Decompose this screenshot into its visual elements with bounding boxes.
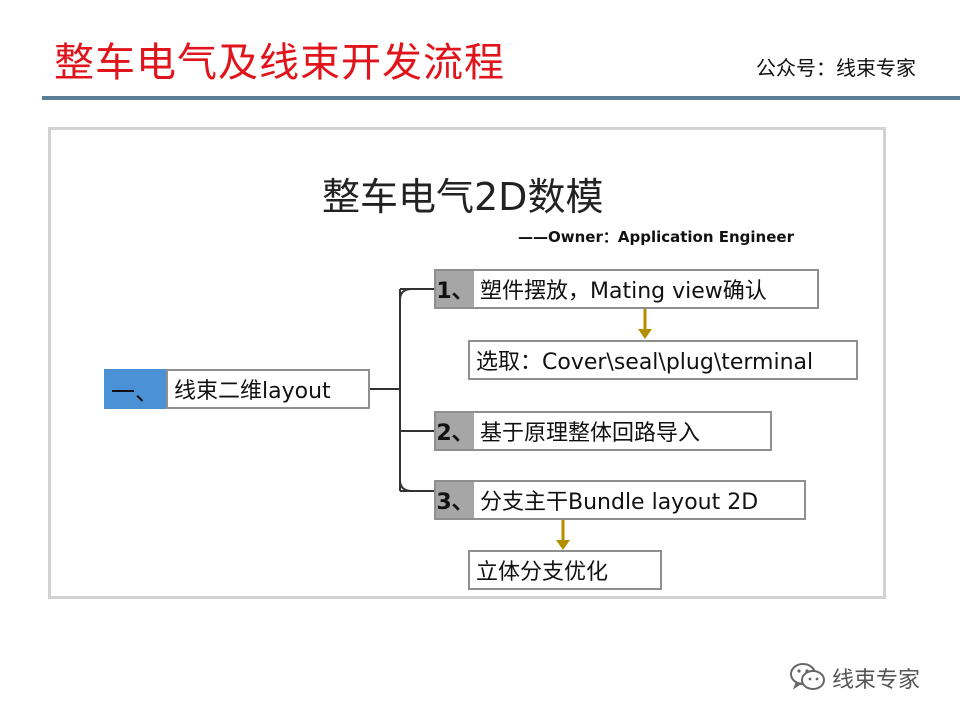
slide-title: 整车电气及线束开发流程 [54, 40, 505, 86]
arrow-step1-head [638, 329, 652, 339]
step-2-box: 2、 基于原理整体回路导入 [434, 411, 772, 451]
step-3-label: 分支主干Bundle layout 2D [480, 490, 759, 515]
step-2-number: 2、 [436, 413, 474, 449]
root-number: 一、 [104, 369, 166, 409]
brace-curve-bottom [399, 479, 413, 492]
step-1-number: 1、 [436, 271, 474, 307]
step-1-box: 1、 塑件摆放，Mating view确认 [434, 269, 819, 309]
root-label: 线束二维layout [166, 369, 370, 409]
slide-source: 公众号：线束专家 [756, 56, 916, 80]
watermark-text: 线束专家 [832, 668, 921, 693]
step-1-sub-label: 选取：Cover\seal\plug\terminal [476, 350, 814, 375]
arrow-step3-head [556, 540, 570, 550]
step-1-sub-box: 选取：Cover\seal\plug\terminal [468, 340, 858, 380]
step-3-number: 3、 [436, 482, 474, 518]
diagram-title: 整车电气2D数模 [322, 175, 604, 219]
step-1-label: 塑件摆放，Mating view确认 [480, 279, 767, 304]
step-3-box: 3、 分支主干Bundle layout 2D [434, 480, 806, 520]
root-node: 一、 线束二维layout [104, 369, 370, 409]
header-divider [42, 96, 960, 100]
step-3-sub-box: 立体分支优化 [468, 550, 662, 590]
step-2-label: 基于原理整体回路导入 [480, 421, 701, 446]
step-3-sub-label: 立体分支优化 [476, 560, 609, 585]
diagram-owner: ——Owner：Application Engineer [518, 228, 794, 246]
brace-curve-top [399, 288, 413, 301]
wechat-icon [790, 663, 825, 690]
brace-connector [370, 288, 434, 492]
